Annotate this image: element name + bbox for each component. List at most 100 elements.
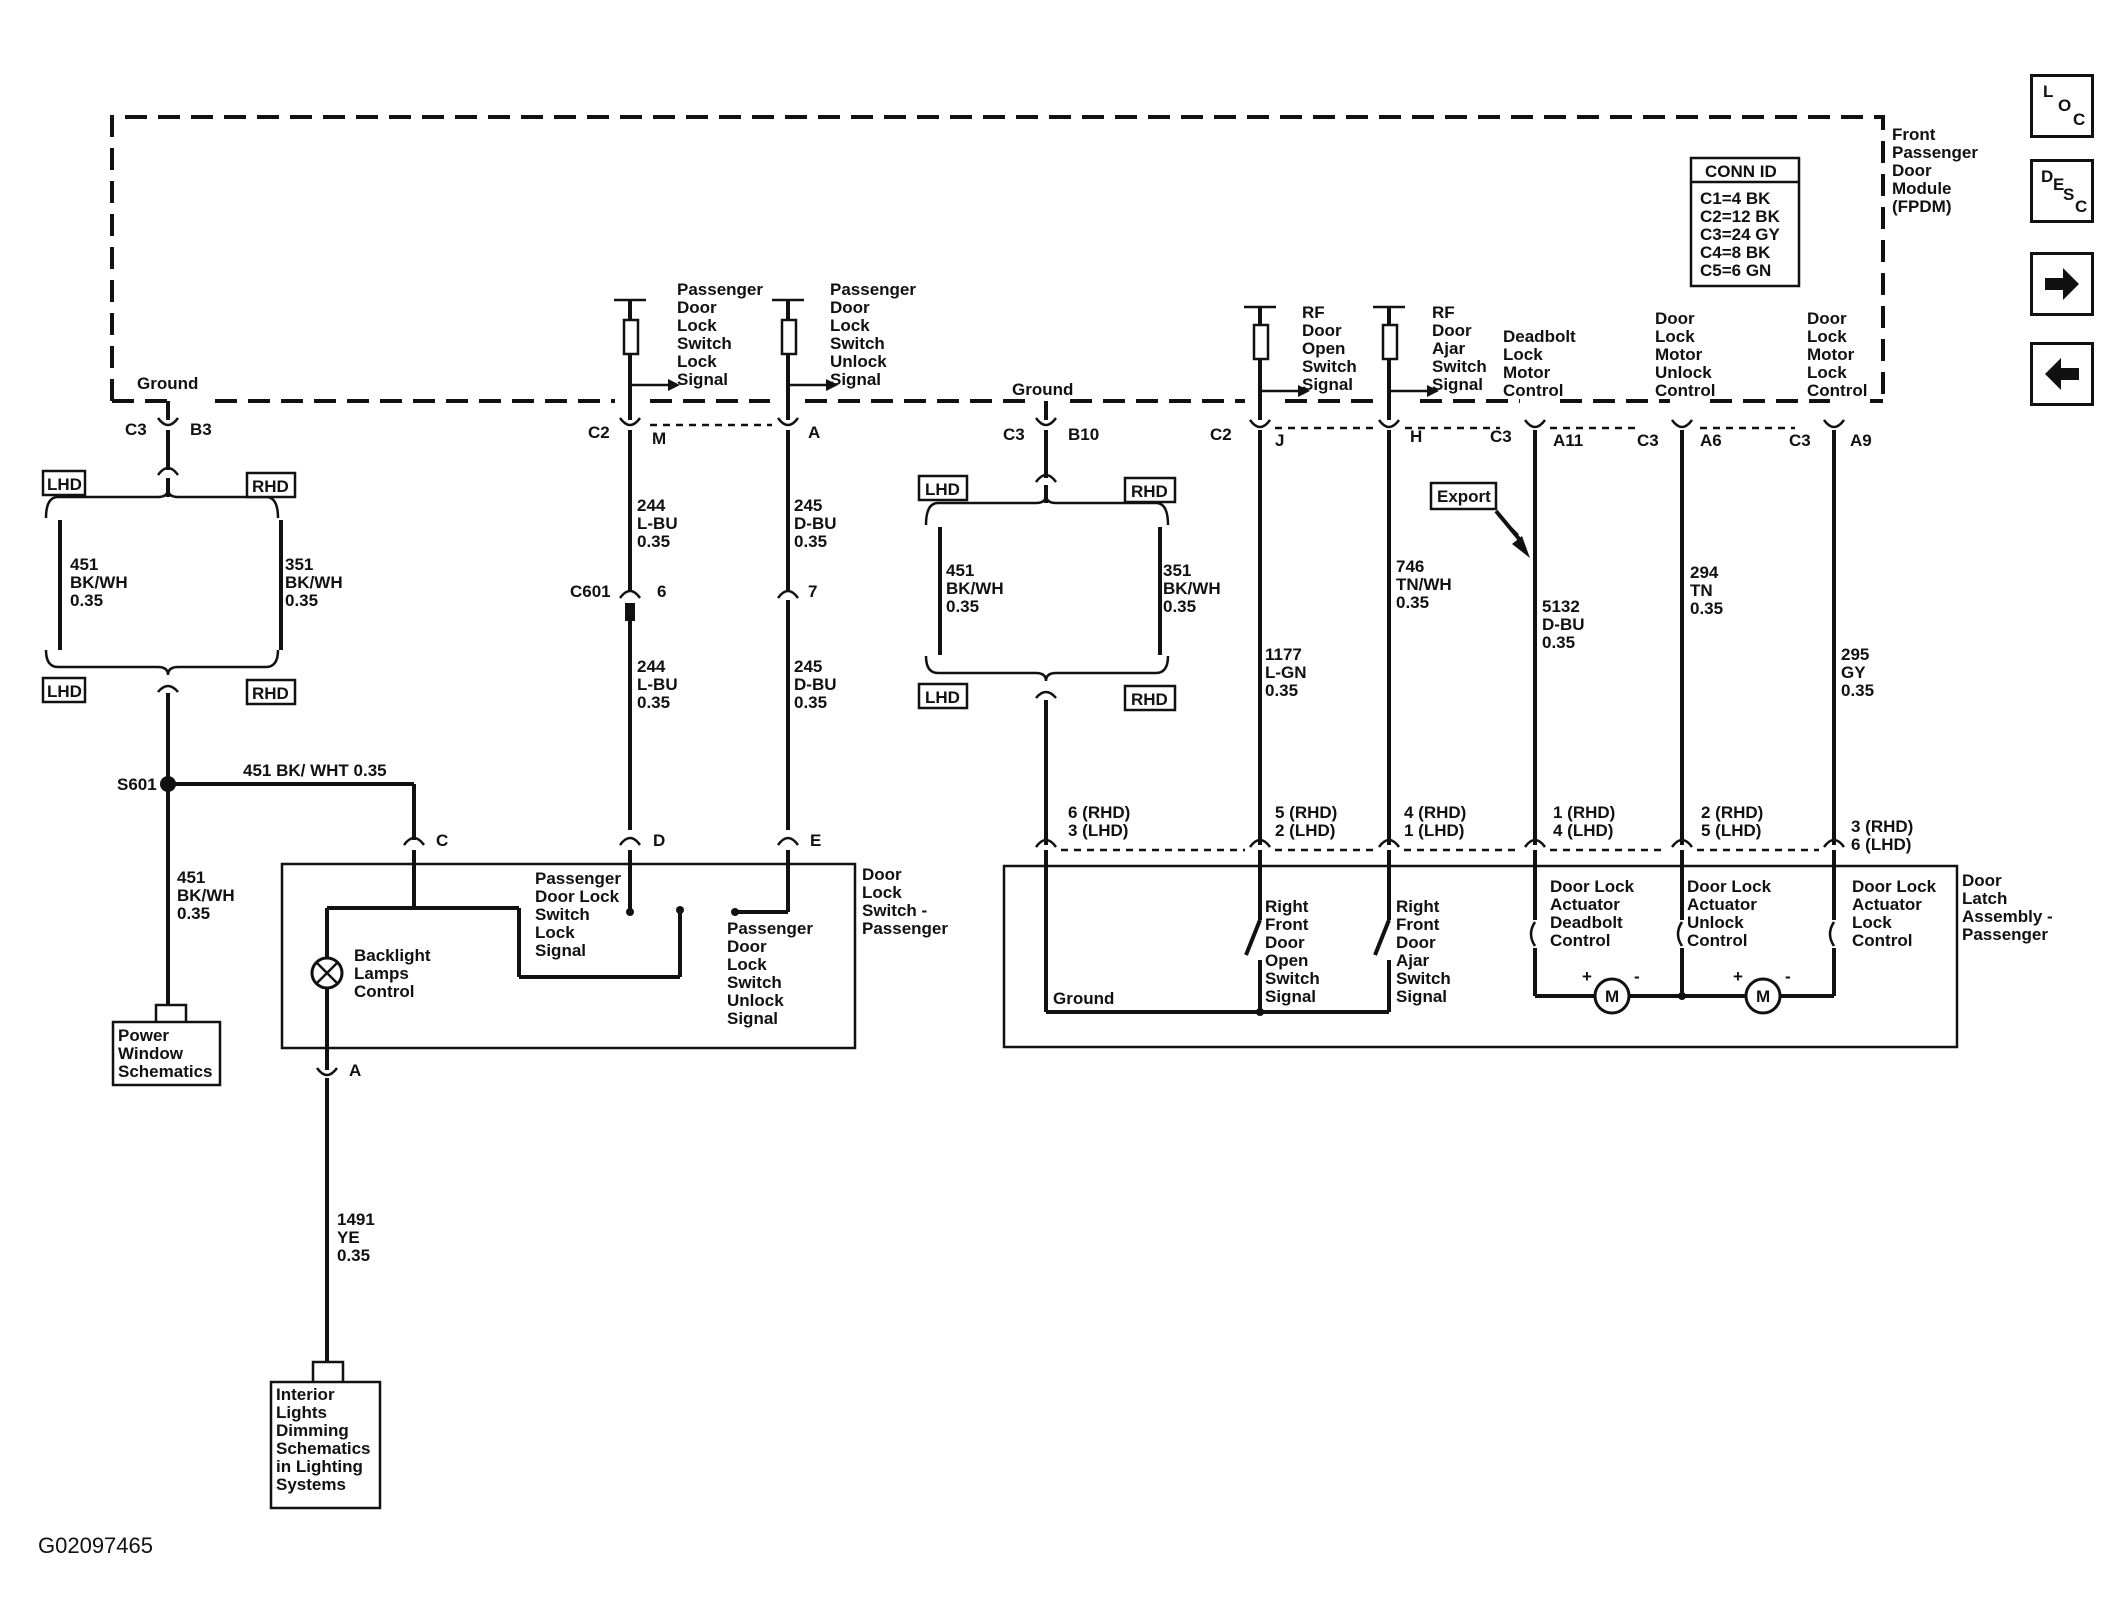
pin-label: C bbox=[436, 831, 448, 850]
next-button[interactable] bbox=[2030, 252, 2094, 316]
wire-label-746: 746 TN/WH 0.35 bbox=[1396, 557, 1456, 612]
wire-label-451: 451 BK/WH 0.35 bbox=[177, 868, 239, 923]
open-switch-text: Right Front Door Open Switch Signal bbox=[1265, 897, 1325, 1006]
lock-motor-label: Door Lock Motor Lock Control bbox=[1807, 309, 1867, 400]
door-lock-switch-passenger: C D E Door Lock Switch - Passenger Passe… bbox=[269, 831, 948, 1510]
desc-letter: D bbox=[2041, 167, 2054, 186]
rhd-tag: RHD bbox=[252, 477, 289, 496]
switch-unlock-text: Passenger Door Lock Switch Unlock Signal bbox=[727, 919, 818, 1028]
fpdm-module: Front Passenger Door Module (FPDM) bbox=[110, 115, 1978, 403]
desc-button[interactable]: D E S C bbox=[2030, 159, 2094, 223]
motor-icon bbox=[1593, 977, 1631, 1015]
connector-label: C3 bbox=[1490, 427, 1512, 446]
conn-id-table: CONN ID C1=4 BK C2=12 BK C3=24 GY C4=8 B… bbox=[1689, 156, 1801, 288]
lock-signal-circuits: Passenger Door Lock Switch Lock Signal P… bbox=[570, 280, 921, 830]
arrow-right-icon bbox=[2045, 268, 2079, 300]
wire-label-245: 245 D-BU 0.35 bbox=[794, 657, 841, 712]
motor-plus: + bbox=[1733, 967, 1743, 986]
wire-label-294: 294 TN 0.35 bbox=[1690, 563, 1723, 618]
lamp-text: Backlight Lamps Control bbox=[354, 946, 435, 1001]
power-window-ref[interactable]: Power Window Schematics bbox=[118, 1026, 213, 1081]
splice-label: S601 bbox=[117, 775, 157, 794]
loc-letter: O bbox=[2058, 96, 2072, 115]
interior-lights-ref[interactable]: Interior Lights Dimming Schematics in Li… bbox=[276, 1385, 375, 1494]
lhd-tag: LHD bbox=[925, 480, 960, 499]
latch-pin-label: 2 (RHD) 5 (LHD) bbox=[1701, 803, 1768, 840]
conn-id-row: C2=12 BK bbox=[1700, 207, 1781, 226]
rhd-tag: RHD bbox=[252, 684, 289, 703]
figure-id: G02097465 bbox=[38, 1533, 153, 1558]
latch-pin-label: 4 (RHD) 1 (LHD) bbox=[1404, 803, 1471, 840]
wire-label-451: 451 BK/WH 0.35 bbox=[70, 555, 132, 610]
desc-letter: E bbox=[2053, 175, 2065, 194]
pin-label: M bbox=[652, 429, 666, 448]
motor-icon bbox=[1744, 977, 1782, 1015]
deadbolt-actuator-text: Door Lock Actuator Deadbolt Control bbox=[1550, 877, 1639, 950]
conn-id-row: C4=8 BK bbox=[1700, 243, 1771, 262]
lhd-tag: LHD bbox=[47, 682, 82, 701]
motor-label: M bbox=[1756, 987, 1770, 1006]
deadbolt-motor-label: Deadbolt Lock Motor Control bbox=[1503, 327, 1580, 400]
rhd-tag: RHD bbox=[1131, 690, 1168, 709]
loc-button[interactable]: L O C bbox=[2030, 74, 2094, 138]
wire-label-5132: 5132 D-BU 0.35 bbox=[1542, 597, 1589, 652]
conn-id-title: CONN ID bbox=[1705, 162, 1777, 181]
latch-pin-label: 3 (RHD) 6 (LHD) bbox=[1851, 817, 1918, 854]
latch-pin-label: 5 (RHD) 2 (LHD) bbox=[1275, 803, 1342, 840]
door-ajar-label: RF Door Ajar Switch Signal bbox=[1432, 303, 1492, 394]
pin-label: E bbox=[810, 831, 821, 850]
wire-label-1177: 1177 L-GN 0.35 bbox=[1265, 645, 1311, 700]
connector-label: C3 bbox=[125, 420, 147, 439]
latch-ground-label: Ground bbox=[1053, 989, 1114, 1008]
pin-label: A9 bbox=[1850, 431, 1872, 450]
door-latch-assembly: 6 (RHD) 3 (LHD) 5 (RHD) 2 (LHD) 4 (RHD) … bbox=[1002, 803, 2057, 1049]
connector-label: C601 bbox=[570, 582, 611, 601]
desc-letter: C bbox=[2075, 197, 2088, 216]
back-button[interactable] bbox=[2030, 342, 2094, 406]
pin-label: A11 bbox=[1553, 431, 1583, 450]
lock-signal-label: Passenger Door Lock Switch Lock Signal bbox=[677, 280, 768, 389]
switch-lock-text: Passenger Door Lock Switch Lock Signal bbox=[535, 869, 626, 960]
ground-label: Ground bbox=[1012, 380, 1073, 399]
wire-label-244: 244 L-BU 0.35 bbox=[637, 496, 682, 551]
wire-label-1491: 1491 YE 0.35 bbox=[337, 1210, 380, 1265]
unlock-signal-label: Passenger Door Lock Switch Unlock Signal bbox=[830, 280, 921, 389]
ground-right: Ground C3 B10 LHD RHD 451 BK/WH 0.35 351… bbox=[917, 380, 1225, 845]
ground-label: Ground bbox=[137, 374, 198, 393]
ajar-switch-text: Right Front Door Ajar Switch Signal bbox=[1396, 897, 1456, 1006]
pin-label: B10 bbox=[1068, 425, 1099, 444]
conn-id-row: C5=6 GN bbox=[1700, 261, 1771, 280]
lhd-tag: LHD bbox=[47, 475, 82, 494]
latch-assembly-label: Door Latch Assembly - Passenger bbox=[1962, 871, 2057, 944]
loc-letter: C bbox=[2073, 110, 2086, 129]
connector-label: C3 bbox=[1637, 431, 1659, 450]
lock-actuator-text: Door Lock Actuator Lock Control bbox=[1852, 877, 1941, 950]
wire-label-245: 245 D-BU 0.35 bbox=[794, 496, 841, 551]
motor-minus: - bbox=[1785, 967, 1791, 986]
wire-label-351: 351 BK/WH 0.35 bbox=[285, 555, 347, 610]
desc-letter: S bbox=[2063, 185, 2075, 204]
arrow-left-icon bbox=[2045, 358, 2079, 390]
connector-label: C2 bbox=[1210, 425, 1232, 444]
switch-assembly-label: Door Lock Switch - Passenger bbox=[862, 865, 948, 938]
loc-letter: L bbox=[2043, 82, 2054, 101]
pin-label: A6 bbox=[1700, 431, 1722, 450]
pin-label: 7 bbox=[808, 582, 817, 601]
wire-label-244: 244 L-BU 0.35 bbox=[637, 657, 682, 712]
splice-wire-label: 451 BK/ WHT 0.35 bbox=[243, 761, 387, 780]
ground-left: Ground C3 B3 LHD RHD 451 BK/WH 0.35 351 … bbox=[41, 374, 416, 1087]
pin-label: A bbox=[349, 1061, 361, 1080]
connector-label: C3 bbox=[1789, 431, 1811, 450]
latch-pin-label: 1 (RHD) 4 (LHD) bbox=[1553, 803, 1620, 840]
door-switch-circuits: RF Door Open Switch Signal RF Door Ajar … bbox=[1210, 303, 1874, 845]
wire-label-351: 351 BK/WH 0.35 bbox=[1163, 561, 1225, 616]
connector-label: C2 bbox=[588, 423, 610, 442]
unlock-motor-label: Door Lock Motor Unlock Control bbox=[1655, 309, 1716, 400]
motor-label: M bbox=[1605, 987, 1619, 1006]
rhd-tag: RHD bbox=[1131, 482, 1168, 501]
motor-plus: + bbox=[1582, 967, 1592, 986]
unlock-actuator-text: Door Lock Actuator Unlock Control bbox=[1687, 877, 1776, 950]
conn-id-row: C1=4 BK bbox=[1700, 189, 1771, 208]
latch-pin-label: 6 (RHD) 3 (LHD) bbox=[1068, 803, 1135, 840]
